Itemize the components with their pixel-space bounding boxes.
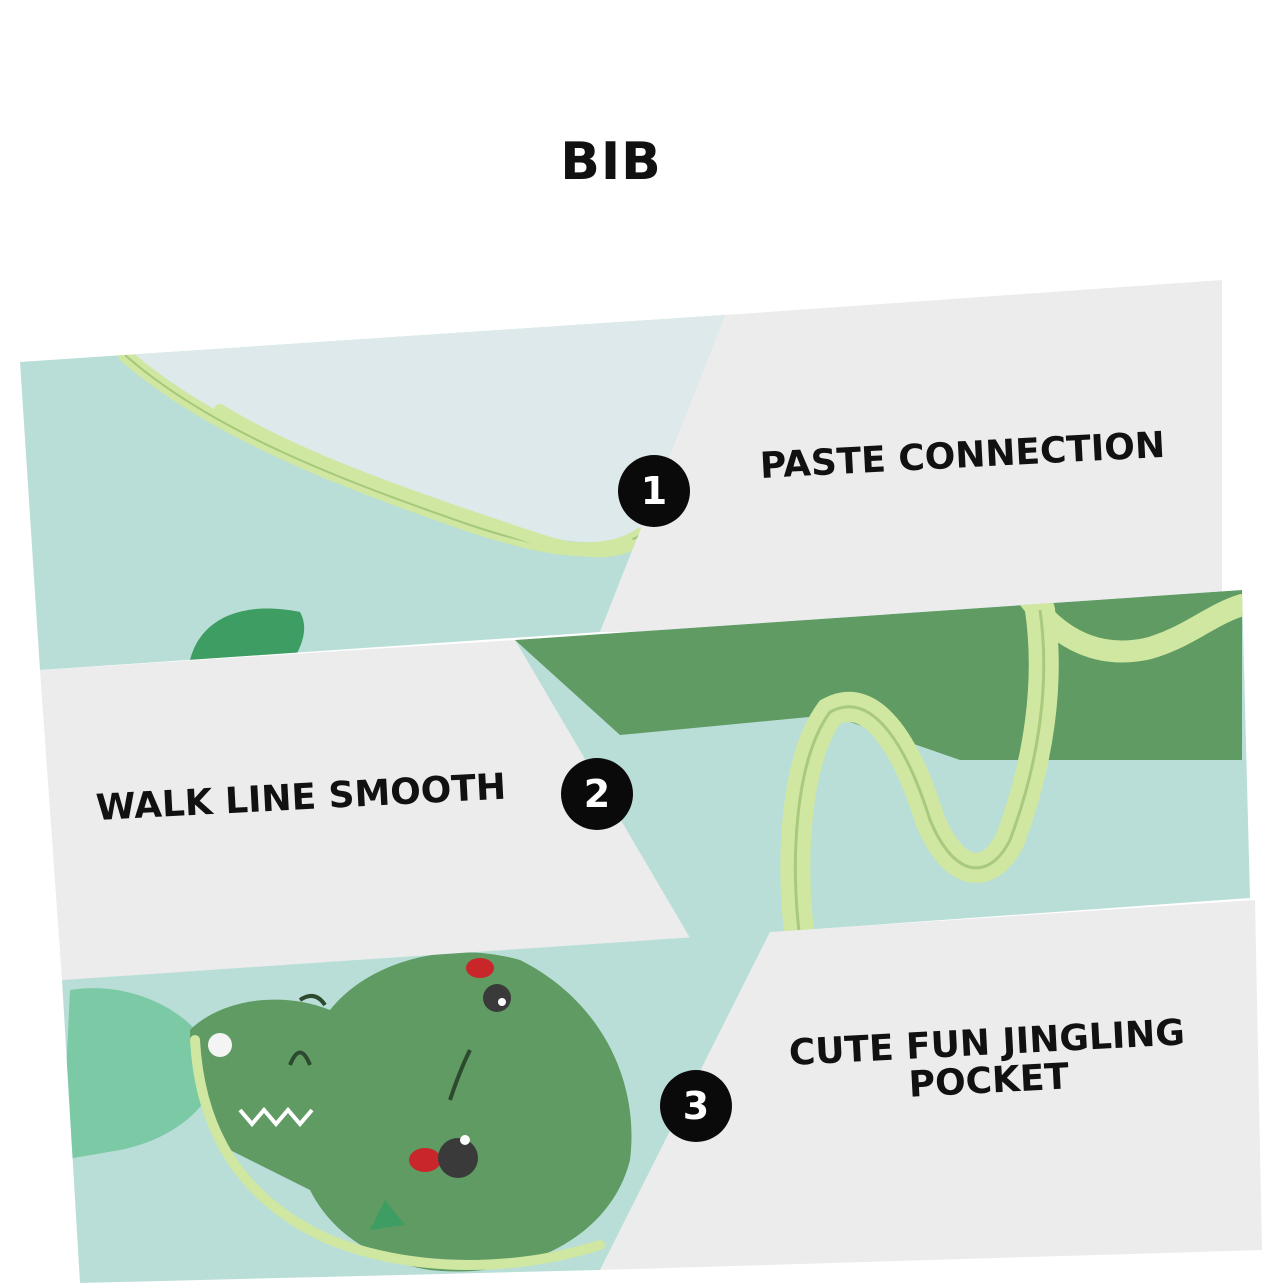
badge-number-1: 1 bbox=[618, 455, 690, 527]
panel-1-photo bbox=[20, 315, 725, 670]
panel-2-text-background bbox=[40, 640, 690, 980]
badge-number-2: 2 bbox=[561, 758, 633, 830]
panel-1-text-background bbox=[600, 280, 1222, 632]
panel-3-photo bbox=[62, 932, 770, 1283]
badge-number-3: 3 bbox=[660, 1070, 732, 1142]
dinosaur-pocket-icon bbox=[190, 952, 632, 1272]
panel-2-photo bbox=[515, 590, 1250, 938]
page-title: BIB bbox=[560, 132, 662, 192]
panel-3-text-background bbox=[600, 900, 1262, 1270]
